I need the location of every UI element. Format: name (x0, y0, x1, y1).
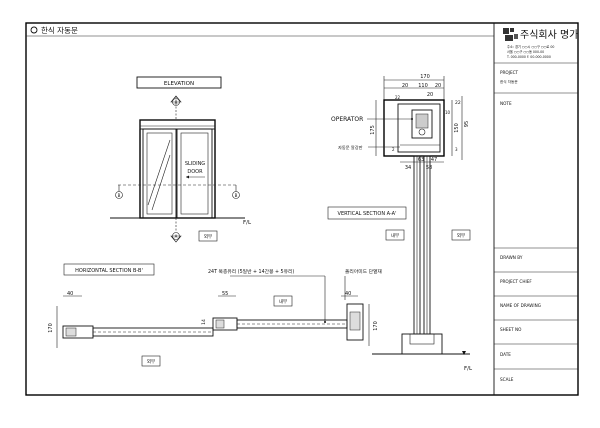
elevation-outside-tag (198, 230, 218, 242)
hs-outside-tag (141, 355, 161, 367)
door-frame (139, 119, 216, 219)
vertical-section-view: 170 20 110 20 20 OPERATOR 자동문 알강판 175 22… (327, 74, 473, 372)
company-address-2: 서울 ○○구 ○○동 000-00 (507, 49, 544, 54)
vs-label: VERTICAL SECTION A-A' (338, 211, 397, 217)
vs-outside-tag (451, 229, 471, 241)
sheet-title: 한식 자동문 (41, 26, 78, 35)
hs-label-box (63, 263, 155, 276)
section-marker-a-bottom-label: A (175, 234, 178, 239)
elevation-view: ELEVATION A SLIDING DOOR B B F/L (110, 76, 252, 243)
vs-dim-left-2: 22 (395, 95, 401, 100)
vs-dim-top-3: 20 (435, 83, 441, 89)
project-label: PROJECT (500, 70, 519, 75)
title-block: 주식회사 명가 주소: 경기 ○○시 ○○구 ○○로 00 서울 ○○구 ○○동… (494, 28, 578, 382)
vs-inside-label: 내부 (391, 232, 399, 239)
vs-dim-right-4: 95 (464, 121, 470, 127)
elevation-label: ELEVATION (164, 81, 194, 87)
vs-dim-top-2: 110 (418, 83, 428, 89)
vs-outside-label: 외부 (457, 232, 465, 239)
sheet-border (25, 22, 579, 396)
company-logo-icon (503, 28, 518, 41)
vs-dim-bottom-3: 47 (431, 157, 437, 163)
hs-dim-2: 170 (48, 323, 54, 333)
company-address-1: 주소: 경기 ○○시 ○○구 ○○로 00 (507, 44, 554, 49)
vs-operator-unit (411, 109, 433, 139)
hs-outside-label: 외부 (147, 358, 155, 365)
hs-frame-note: 폴리아미드 단열재 (345, 268, 382, 275)
note-label: NOTE (500, 101, 512, 106)
vs-dim-top-4: 20 (427, 92, 433, 98)
horizontal-section-view: HORIZONTAL SECTION B-B' 24T 복층유리 (5일반 + … (48, 263, 382, 367)
hs-label: HORIZONTAL SECTION B-B' (75, 268, 143, 274)
door-label-line1: SLIDING (185, 161, 205, 167)
hs-dim-4: 14 (201, 319, 207, 325)
section-marker-a-top-label: A (175, 100, 178, 105)
vs-dim-right-2: 10 (445, 110, 451, 115)
project-value: 한식 자동문 (500, 79, 518, 84)
vs-dim-bottom-2: 34 (405, 165, 411, 171)
company-address-3: T. 000-0000 F. 00-000-0000 (506, 55, 551, 59)
hs-inside-tag (273, 295, 293, 307)
elevation-outside-label: 외부 (204, 233, 212, 240)
door-header (139, 119, 216, 130)
vs-label-box (327, 206, 407, 220)
hs-dim-1: 40 (67, 291, 73, 297)
vs-dim-top-total: 170 (420, 74, 430, 80)
name-of-drawing-label: NAME OF DRAWING (500, 303, 541, 308)
vs-dim-left-1: 175 (370, 125, 376, 135)
section-marker-a-top (170, 95, 182, 103)
hs-dim-3: 55 (222, 291, 228, 297)
title-bullet-icon (30, 26, 38, 34)
date-label: DATE (500, 352, 511, 357)
section-marker-b-left-label: B (118, 193, 121, 198)
vs-dim-bottom-1: 63 (418, 157, 424, 163)
hs-dim-5: 40 (345, 291, 351, 297)
drawn-by-label: DRAWN BY (500, 255, 523, 260)
elevation-floor-label: F/L (243, 220, 252, 226)
sheet-no-label: SHEET NO (500, 327, 522, 332)
company-name: 주식회사 명가 (520, 29, 578, 41)
vs-dim-right-6: 2 (392, 147, 395, 152)
hs-right-jamb (346, 303, 364, 341)
vs-inside-tag (385, 229, 405, 241)
vs-dim-top-1: 20 (402, 83, 408, 89)
vs-dim-bottom-4: 58 (426, 165, 432, 171)
scale-label: SCALE (500, 377, 514, 382)
elevation-label-box (136, 76, 222, 89)
hs-dim-6: 170 (373, 321, 379, 331)
project-chief-label: PROJECT CHIEF (500, 279, 532, 284)
vs-dim-right-3: 150 (454, 123, 460, 133)
door-label-line2: DOOR (187, 169, 203, 175)
vs-frame-note: 자동문 알강판 (338, 144, 363, 151)
section-marker-b-right-label: B (235, 193, 238, 198)
vs-floor-label: F/L (464, 366, 473, 372)
vs-dim-right-1: 22 (455, 100, 461, 106)
vs-dim-right-5: 3 (455, 147, 458, 152)
vs-operator-label: OPERATOR (331, 116, 363, 123)
hs-glass-note: 24T 복층유리 (5일반 + 14간봉 + 5유리) (208, 268, 294, 275)
hs-inside-label: 내부 (279, 298, 287, 305)
